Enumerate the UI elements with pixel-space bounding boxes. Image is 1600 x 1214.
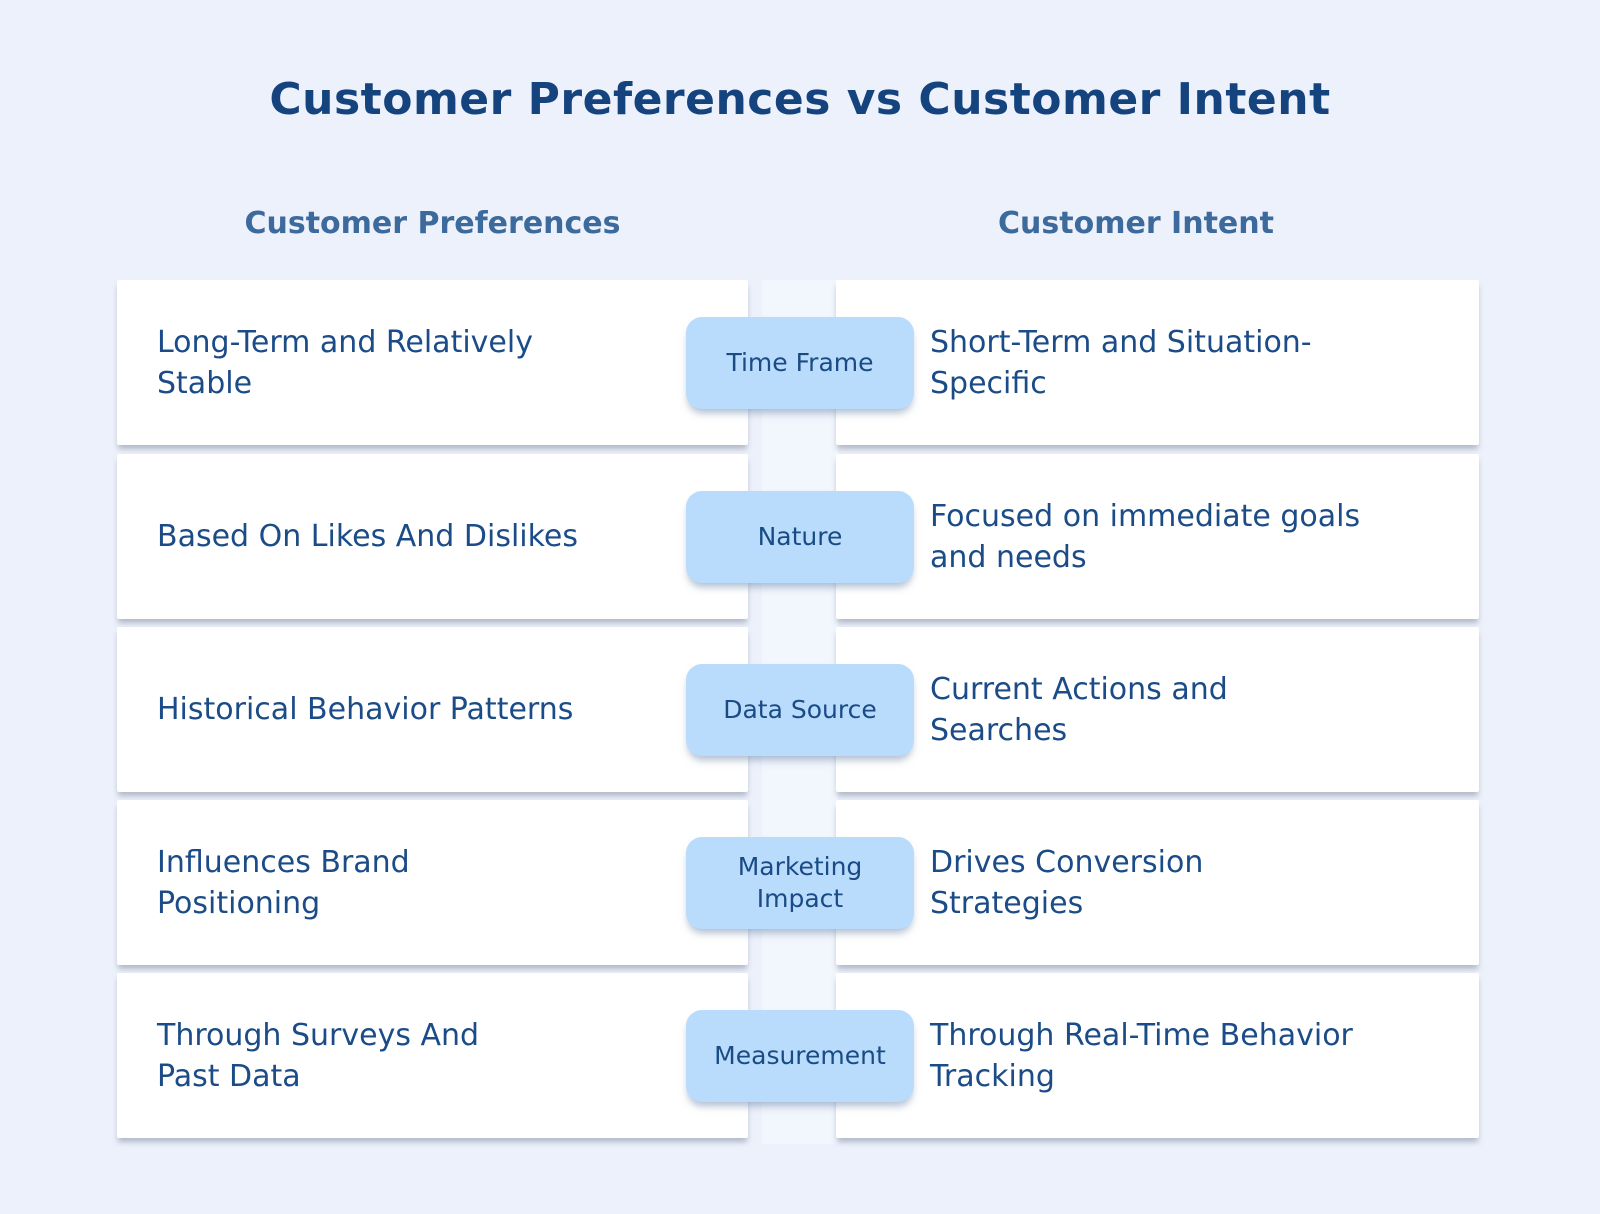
preference-card: Through Surveys And Past Data [117,973,748,1138]
preference-text: Influences Brand Positioning [157,844,410,921]
category-pill-label: Nature [757,521,843,551]
category-pill-nature: Nature [686,490,914,583]
preference-card: Influences Brand Positioning [117,800,748,965]
comparison-row-time-frame: Long-Term and Relatively Stable Time Fra… [0,280,1600,445]
category-pill-marketing-impact: Marketing Impact [686,836,914,929]
category-pill-label: Time Frame [726,347,874,377]
preference-text: Through Surveys And Past Data [157,1017,480,1094]
column-header-preferences: Customer Preferences [244,206,621,241]
intent-card: Through Real-Time Behavior Tracking [836,973,1479,1138]
column-header-intent: Customer Intent [998,206,1274,241]
comparison-row-data-source: Historical Behavior Patterns Data Source… [0,627,1600,792]
category-pill-measurement: Measurement [686,1009,914,1102]
comparison-row-marketing-impact: Influences Brand Positioning Marketing I… [0,800,1600,965]
category-pill-label: Data Source [723,694,877,724]
comparison-row-nature: Based On Likes And Dislikes Nature Focus… [0,454,1600,619]
intent-text: Current Actions and Searches [930,671,1228,748]
preference-text: Long-Term and Relatively Stable [157,324,533,401]
category-pill-label: Measurement [714,1040,886,1070]
page-title: Customer Preferences vs Customer Intent [269,74,1331,125]
preference-card: Based On Likes And Dislikes [117,454,748,619]
intent-card: Focused on immediate goals and needs [836,454,1479,619]
comparison-row-measurement: Through Surveys And Past Data Measuremen… [0,973,1600,1138]
preference-card: Long-Term and Relatively Stable [117,280,748,445]
intent-text: Focused on immediate goals and needs [930,498,1361,575]
category-pill-label: Marketing Impact [737,851,863,913]
intent-card: Current Actions and Searches [836,627,1479,792]
category-pill-time-frame: Time Frame [686,316,914,409]
intent-card: Short-Term and Situation- Specific [836,280,1479,445]
intent-text: Drives Conversion Strategies [930,844,1204,921]
preference-text: Historical Behavior Patterns [157,692,574,727]
category-pill-data-source: Data Source [686,663,914,756]
preference-card: Historical Behavior Patterns [117,627,748,792]
preference-text: Based On Likes And Dislikes [157,519,579,554]
intent-text: Through Real-Time Behavior Tracking [930,1017,1353,1094]
intent-text: Short-Term and Situation- Specific [930,324,1312,401]
intent-card: Drives Conversion Strategies [836,800,1479,965]
